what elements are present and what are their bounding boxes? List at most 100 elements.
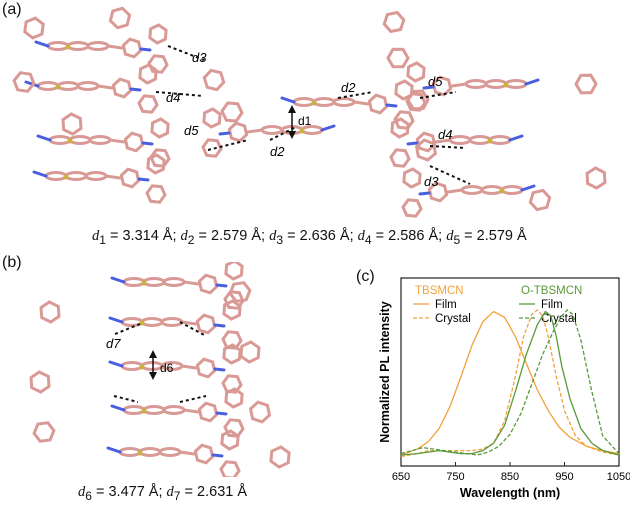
bond xyxy=(32,170,48,178)
ring xyxy=(228,281,252,303)
bond xyxy=(450,82,468,88)
core-ring xyxy=(76,81,100,91)
core-ring xyxy=(44,171,68,181)
core-ring xyxy=(142,405,166,415)
label-d1: d1 xyxy=(298,114,312,128)
ring xyxy=(220,101,244,123)
ring xyxy=(386,47,410,69)
sulfur-atom xyxy=(299,128,305,134)
core-ring xyxy=(480,185,504,195)
panel-a-crystal-structure: d3 d4 d5 d2 d1 d2 d5 d4 d3 xyxy=(12,6,607,218)
caption-subscript: 1 xyxy=(99,232,106,247)
core-ring xyxy=(88,135,112,145)
core-ring xyxy=(84,171,108,181)
caption-subscript: 6 xyxy=(85,488,92,503)
caption-symbol: d xyxy=(180,228,188,244)
panel-b-crystal-structure: d7 d6 xyxy=(29,262,291,477)
ring xyxy=(121,37,143,59)
bond xyxy=(108,360,124,368)
core-ring xyxy=(162,405,186,415)
core-ring xyxy=(468,135,492,145)
bond xyxy=(106,44,124,50)
ring xyxy=(201,138,223,158)
x-tick-label: 1050 xyxy=(607,471,630,483)
legend-group-title: TBSMCN xyxy=(415,285,464,297)
x-tick-label: 750 xyxy=(446,471,464,483)
ring xyxy=(148,23,168,45)
ring xyxy=(367,93,389,115)
caption-value: = 3.477 Å; xyxy=(91,484,167,500)
sulfur-atom xyxy=(67,138,73,144)
caption-value: = 2.586 Å; xyxy=(371,228,447,244)
bond xyxy=(213,367,226,372)
label-d3-right: d3 xyxy=(424,174,439,189)
sulfur-atom xyxy=(499,188,505,194)
contact-d3-right-line xyxy=(429,165,471,185)
ring xyxy=(219,460,241,477)
bond xyxy=(218,131,231,136)
ring xyxy=(193,443,215,465)
ring xyxy=(401,198,423,218)
ring xyxy=(382,10,406,34)
ring xyxy=(269,445,291,469)
legend-label: Film xyxy=(435,299,457,311)
bond xyxy=(352,100,370,106)
bond xyxy=(524,78,540,86)
ring xyxy=(23,16,45,40)
label-d4-right: d4 xyxy=(438,127,452,142)
series-line xyxy=(400,309,620,456)
sulfur-atom xyxy=(141,280,147,286)
legend-group-title: O-TBSMCN xyxy=(521,285,582,297)
core-ring xyxy=(504,79,528,89)
bond xyxy=(141,141,154,146)
ring xyxy=(402,167,422,189)
bond xyxy=(508,134,524,142)
caption-value: = 2.636 Å; xyxy=(283,228,358,244)
core-ring xyxy=(140,317,164,327)
bond xyxy=(422,85,435,90)
bond xyxy=(36,134,52,142)
bond xyxy=(108,138,126,144)
contact-d7-lines xyxy=(113,321,207,403)
bond xyxy=(178,450,196,456)
ring xyxy=(29,370,51,394)
core-ring xyxy=(292,97,316,107)
sulfur-atom xyxy=(63,174,69,180)
core-ring xyxy=(488,135,512,145)
ring xyxy=(239,340,261,364)
label-d6: d6 xyxy=(160,361,174,375)
ring xyxy=(414,138,438,162)
contact-d4-right-line xyxy=(429,145,467,149)
caption-value: = 3.314 Å; xyxy=(105,228,181,244)
bond xyxy=(215,411,228,416)
ring xyxy=(39,300,61,324)
caption-b: d6 = 3.477 Å; d7 = 2.631 Å xyxy=(78,484,247,503)
bond xyxy=(446,188,464,194)
label-d7: d7 xyxy=(106,336,121,351)
bond xyxy=(520,184,536,192)
ring xyxy=(585,166,607,190)
ring xyxy=(195,357,217,379)
ring xyxy=(32,421,56,443)
core-ring xyxy=(36,81,60,91)
core-ring xyxy=(46,41,70,51)
bond xyxy=(180,364,198,370)
legend-label: Crystal xyxy=(435,313,471,325)
bond xyxy=(320,124,336,132)
core-ring xyxy=(162,277,186,287)
ring xyxy=(394,79,414,101)
bond xyxy=(211,453,224,458)
caption-value: = 2.579 Å; xyxy=(194,228,270,244)
sulfur-atom xyxy=(139,364,145,370)
core-ring xyxy=(122,277,146,287)
core-ring xyxy=(118,447,142,457)
ring xyxy=(108,6,132,30)
ring xyxy=(150,117,170,139)
caption-subscript: 3 xyxy=(276,232,284,247)
ring xyxy=(138,63,158,85)
core-ring xyxy=(160,317,184,327)
core-ring xyxy=(332,97,356,107)
ring xyxy=(197,273,219,295)
bond xyxy=(182,280,200,286)
ring xyxy=(197,401,219,423)
